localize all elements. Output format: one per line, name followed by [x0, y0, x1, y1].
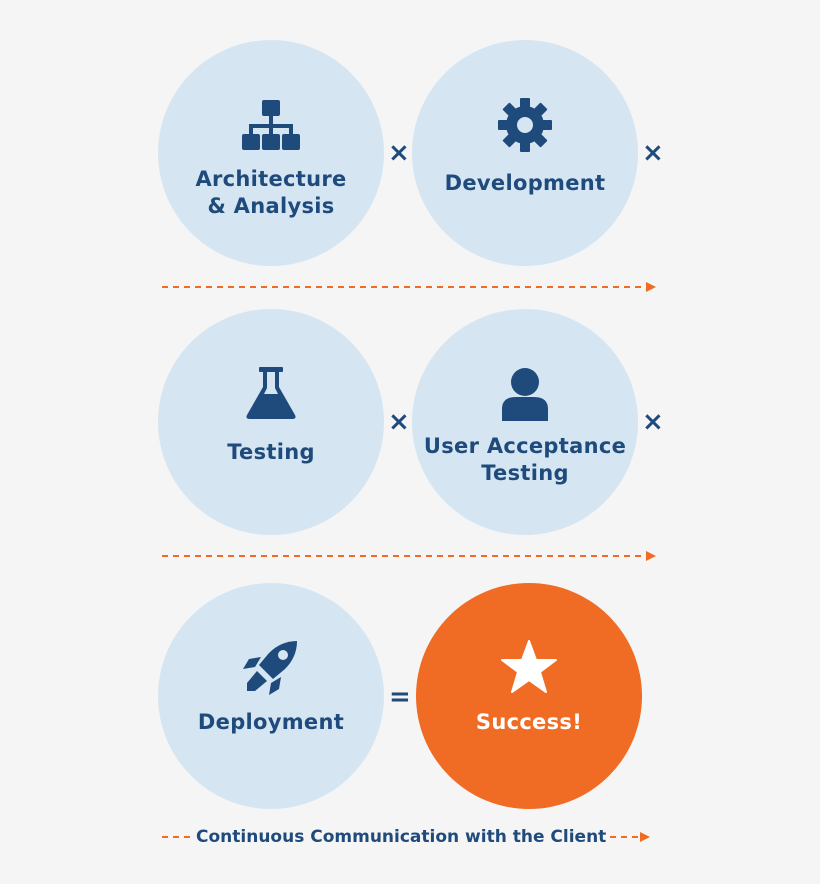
step-architecture-analysis: Architecture & Analysis — [158, 40, 384, 266]
step-label: Success! — [475, 710, 583, 734]
step-testing: Testing — [158, 309, 384, 535]
flow-arrow — [610, 832, 651, 842]
flask-icon — [245, 359, 297, 421]
hierarchy-icon — [240, 90, 302, 152]
step-label: Deployment — [197, 710, 345, 734]
rocket-icon — [243, 633, 299, 695]
equals-operator: = — [389, 682, 411, 712]
flow-arrow — [162, 551, 656, 561]
step-development: Development — [412, 40, 638, 266]
gear-icon — [498, 90, 552, 152]
step-user-acceptance-testing: User Acceptance Testing — [412, 309, 638, 535]
times-operator: × — [642, 407, 664, 437]
user-icon — [500, 359, 550, 421]
step-label: Development — [444, 171, 606, 195]
step-label: Testing — [227, 440, 315, 464]
step-label: User Acceptance Testing — [423, 434, 627, 485]
times-operator: × — [388, 138, 410, 168]
step-label: Architecture & Analysis — [195, 167, 347, 218]
communication-footer: Continuous Communication with the Client — [162, 824, 658, 850]
footer-text: Continuous Communication with the Client — [196, 827, 607, 847]
star-icon — [500, 633, 558, 695]
dashed-line — [162, 836, 192, 838]
step-success: Success! — [416, 583, 642, 809]
times-operator: × — [388, 407, 410, 437]
times-operator: × — [642, 138, 664, 168]
flow-arrow — [162, 282, 656, 292]
step-deployment: Deployment — [158, 583, 384, 809]
